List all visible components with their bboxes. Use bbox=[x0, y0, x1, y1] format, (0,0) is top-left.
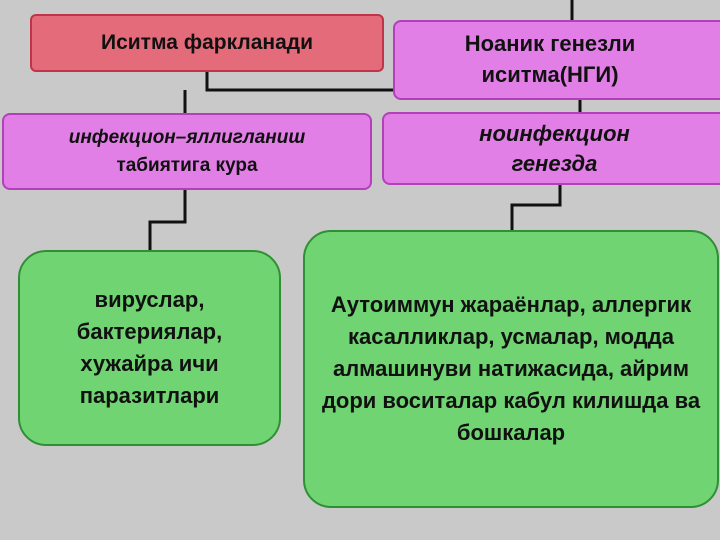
noninfectious-node-label: ноинфекцион генезда bbox=[479, 120, 630, 176]
infectious-causes-node: вируслар, бактериялар, хужайра ичи параз… bbox=[18, 250, 281, 446]
root-node-label: Иситма фаркланади bbox=[100, 31, 313, 54]
connector-left-green bbox=[148, 190, 187, 252]
ngi-node-label: Ноаник генезли иситма(НГИ) bbox=[464, 31, 636, 87]
root-node: Иситма фаркланади bbox=[30, 14, 384, 72]
connector-right-green bbox=[510, 185, 562, 232]
infectious-node-line2: табиятига кура bbox=[116, 154, 258, 176]
infectious-causes-label: вируслар, бактериялар, хужайра ичи параз… bbox=[76, 287, 223, 408]
noninfectious-causes-label: Аутоиммун жараёнлар, аллергик касалликла… bbox=[321, 292, 701, 445]
noninfectious-node: ноинфекцион генезда bbox=[382, 112, 720, 185]
infectious-node-line1: инфекцион–яллигланиш bbox=[68, 126, 306, 148]
ngi-node: Ноаник генезли иситма(НГИ) bbox=[393, 20, 720, 100]
infectious-node: инфекцион–яллигланиш табиятига кура bbox=[2, 113, 372, 190]
noninfectious-causes-node: Аутоиммун жараёнлар, аллергик касалликла… bbox=[303, 230, 719, 508]
